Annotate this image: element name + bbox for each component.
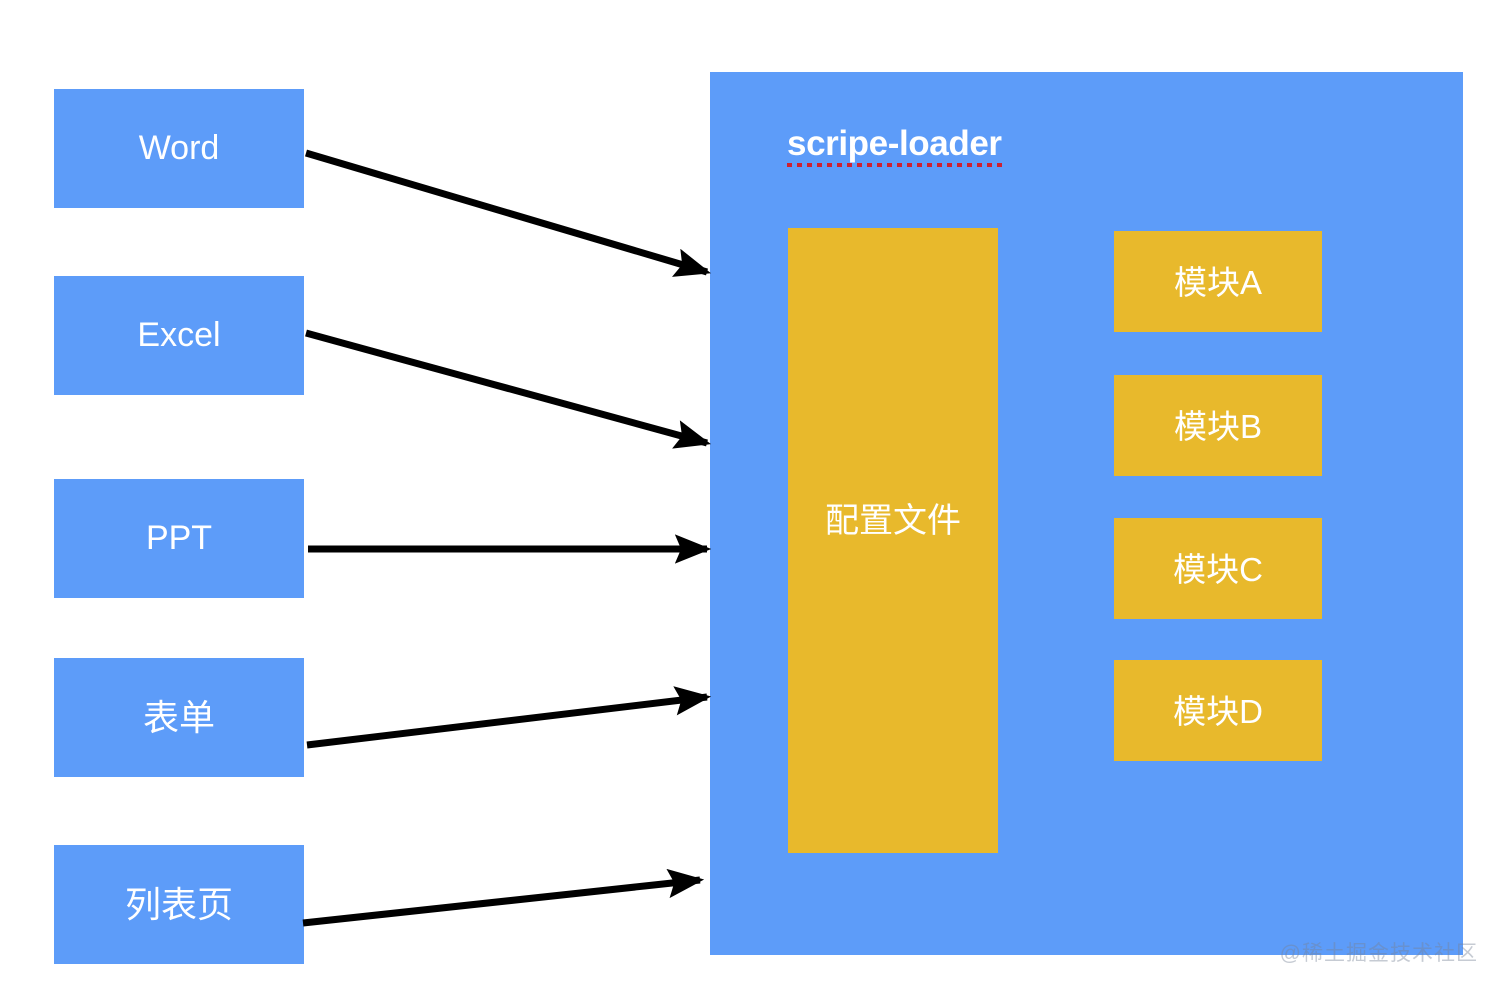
arrow-list-to-loader — [302, 868, 705, 927]
module-box-d-label: 模块D — [1173, 692, 1263, 730]
source-box-form-label: 表单 — [142, 696, 215, 738]
module-box-c[interactable]: 模块C — [1114, 518, 1322, 619]
source-box-list-page[interactable]: 列表页 — [54, 845, 304, 964]
source-box-excel-label: Excel — [137, 315, 221, 354]
loader-panel-title: scripe-loader — [787, 124, 1002, 167]
source-box-ppt-label: PPT — [145, 518, 213, 557]
config-file-box[interactable]: 配置文件 — [788, 228, 998, 853]
loader-panel: scripe-loader 配置文件 模块A 模块B 模块C 模块D — [710, 72, 1463, 955]
watermark: @稀土掘金技术社区 — [1279, 942, 1478, 965]
source-box-word[interactable]: Word — [54, 89, 304, 208]
source-box-list-page-label: 列表页 — [124, 883, 233, 925]
module-box-b[interactable]: 模块B — [1114, 375, 1322, 476]
source-box-ppt[interactable]: PPT — [54, 479, 304, 598]
source-box-excel[interactable]: Excel — [54, 276, 304, 395]
arrow-excel-to-loader — [305, 329, 712, 449]
arrow-word-to-loader — [305, 149, 712, 277]
config-file-label: 配置文件 — [825, 502, 961, 540]
arrow-form-to-loader — [306, 686, 712, 749]
source-box-form[interactable]: 表单 — [54, 658, 304, 777]
module-box-d[interactable]: 模块D — [1114, 660, 1322, 761]
source-box-word-label: Word — [138, 128, 220, 167]
module-box-b-label: 模块B — [1173, 407, 1262, 445]
module-box-c-label: 模块C — [1173, 550, 1263, 588]
module-box-a-label: 模块A — [1173, 263, 1262, 301]
module-box-a[interactable]: 模块A — [1114, 231, 1322, 332]
